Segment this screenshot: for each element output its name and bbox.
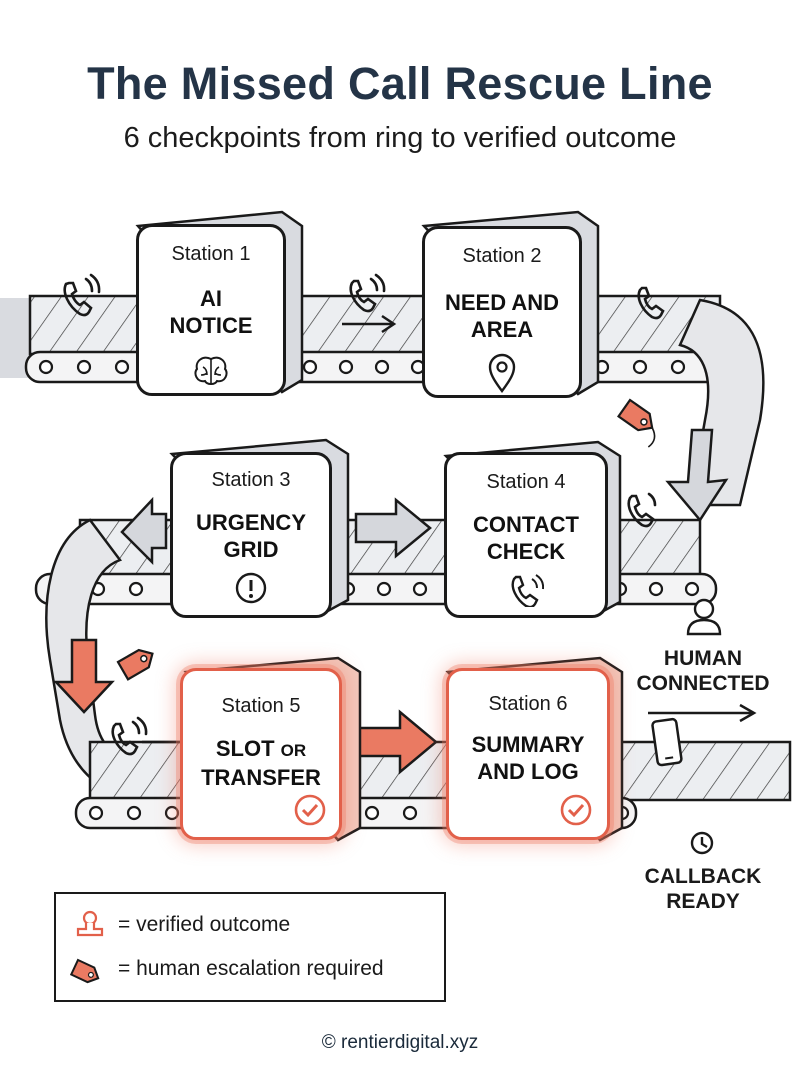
flow-arrow-human [648, 703, 757, 723]
stamp-icon [76, 910, 104, 937]
escalation-tag-icon [70, 958, 100, 984]
station-label: Station 6 [488, 693, 568, 715]
station-label: Station 3 [211, 469, 291, 491]
smartphone-icon [651, 717, 683, 767]
station-label: Station 1 [171, 243, 251, 265]
phone-icon [511, 574, 544, 607]
legend-verified-text: = verified outcome [118, 913, 291, 936]
flow-arrow-3-left [120, 496, 168, 566]
flow-arrow-5-6 [356, 709, 438, 775]
station-label: Station 2 [462, 245, 542, 267]
exclamation-icon [235, 572, 267, 604]
phone-icon [627, 492, 657, 528]
legend: = verified outcome = human escalation re… [54, 892, 446, 1002]
page-subtitle: 6 checkpoints from ring to verified outc… [123, 122, 677, 154]
page-title: The Missed Call Rescue Line [87, 58, 713, 109]
verified-stamp-icon [294, 794, 326, 826]
phone-icon [63, 273, 101, 317]
escalation-tag-icon [116, 648, 154, 681]
conveyor-curve-right [665, 298, 765, 523]
phone-icon [349, 273, 386, 313]
station-label: Station 5 [221, 695, 301, 717]
person-icon [686, 598, 722, 636]
flow-arrow-1-2 [342, 314, 397, 334]
verified-stamp-icon [560, 794, 592, 826]
legend-escalation-text: = human escalation required [118, 957, 384, 980]
station-label: Station 4 [486, 471, 566, 493]
brain-icon [194, 356, 228, 385]
legend-item-escalation: = human escalation required [70, 954, 384, 984]
escalation-arrow-down [53, 638, 115, 714]
phone-icon [637, 286, 665, 320]
map-pin-icon [488, 353, 516, 393]
flow-arrow-3-4 [354, 497, 432, 559]
clock-icon [690, 831, 714, 855]
footer-copyright: © rentierdigital.xyz [321, 1032, 479, 1053]
phone-icon [111, 716, 148, 756]
legend-item-verified: = verified outcome [70, 910, 290, 940]
escalation-tag-icon [616, 398, 656, 448]
